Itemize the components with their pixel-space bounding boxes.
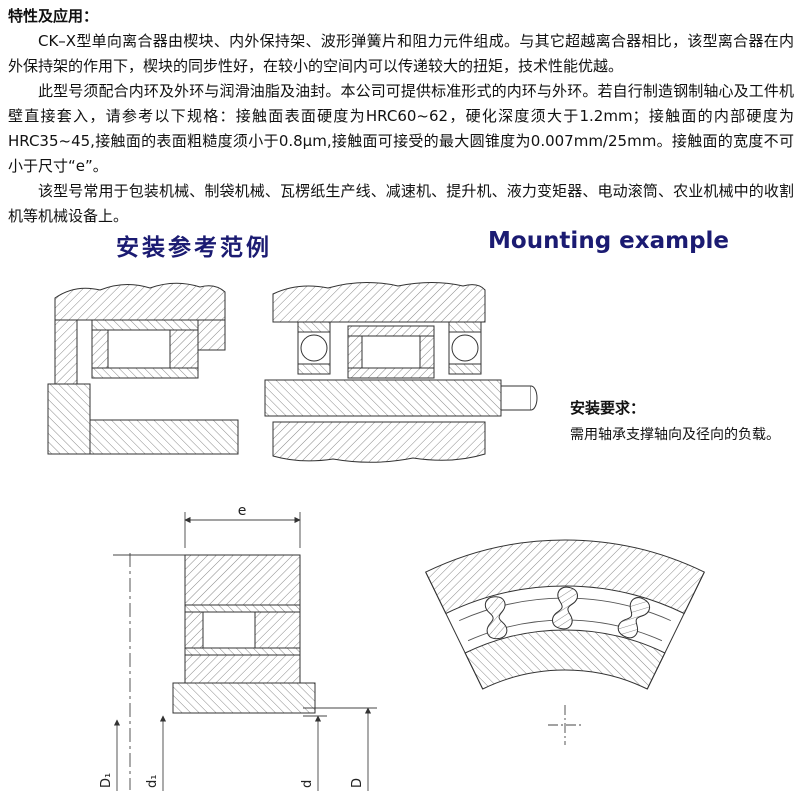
mounting-drawing-right bbox=[264, 281, 538, 463]
ball-bearing bbox=[448, 321, 482, 375]
sprag-cage bbox=[361, 335, 421, 369]
clutch-section bbox=[347, 325, 435, 379]
side-plate bbox=[254, 611, 301, 649]
dim-label-d1: d₁ bbox=[145, 775, 160, 788]
intro-heading: 特性及应用： bbox=[8, 7, 99, 25]
dimension-line-e bbox=[184, 512, 301, 548]
shaft-section bbox=[47, 383, 239, 455]
dim-label-D: D bbox=[350, 778, 365, 788]
center-mark bbox=[548, 705, 582, 745]
dim-label-e: e bbox=[238, 503, 247, 519]
shaft-section bbox=[264, 379, 538, 417]
sprag-cage bbox=[107, 329, 171, 369]
section-title-zh: 安装参考范例 bbox=[116, 235, 272, 261]
sprag-sector-drawing bbox=[425, 539, 705, 745]
section-title-en: Mounting example bbox=[488, 228, 730, 254]
dimension-drawing: e D₁ d₁ d D bbox=[99, 503, 377, 791]
dim-label-d: d bbox=[300, 780, 315, 788]
section-edge bbox=[425, 571, 484, 690]
intro-paragraph: CK–X型单向离合器由楔块、内外保持架、波形弹簧片和阻力元件组成。与其它超越离合… bbox=[8, 32, 794, 75]
sprag bbox=[614, 594, 653, 642]
side-plate bbox=[184, 611, 204, 649]
retainer-strip bbox=[184, 647, 301, 656]
section-edge bbox=[646, 571, 705, 690]
inner-ring-section bbox=[184, 654, 301, 684]
clutch-section bbox=[91, 319, 199, 379]
installation-note-body: 需用轴承支撑轴向及径向的负载。 bbox=[570, 427, 780, 443]
shaft-section bbox=[172, 682, 316, 714]
housing-lower-section bbox=[272, 421, 486, 463]
outer-ring-section bbox=[184, 554, 301, 606]
intro-paragraph: 该型号常用于包装机械、制袋机械、瓦楞纸生产线、减速机、提升机、液力变矩器、电动滚… bbox=[8, 182, 794, 225]
housing-section bbox=[272, 281, 486, 323]
mounting-drawing-left bbox=[47, 282, 239, 455]
intro-section: 特性及应用： CK–X型单向离合器由楔块、内外保持架、波形弹簧片和阻力元件组成。… bbox=[8, 4, 794, 229]
diameter-dimension-lines bbox=[113, 707, 377, 791]
ball-bearing bbox=[297, 321, 331, 375]
installation-note: 安装要求： 需用轴承支撑轴向及径向的负载。 bbox=[570, 397, 800, 445]
sprag bbox=[550, 584, 580, 632]
sprag-cage bbox=[202, 611, 256, 649]
installation-note-heading: 安装要求： bbox=[570, 399, 646, 417]
dim-label-D1: D₁ bbox=[99, 773, 114, 788]
intro-paragraph: 此型号须配合内环及外环与润滑油脂及油封。本公司可提供标准形式的内环与外环。若自行… bbox=[8, 82, 794, 175]
retainer-strip bbox=[184, 604, 301, 613]
outer-race-section bbox=[425, 539, 705, 615]
housing-section bbox=[54, 282, 226, 385]
sprag bbox=[484, 595, 508, 640]
